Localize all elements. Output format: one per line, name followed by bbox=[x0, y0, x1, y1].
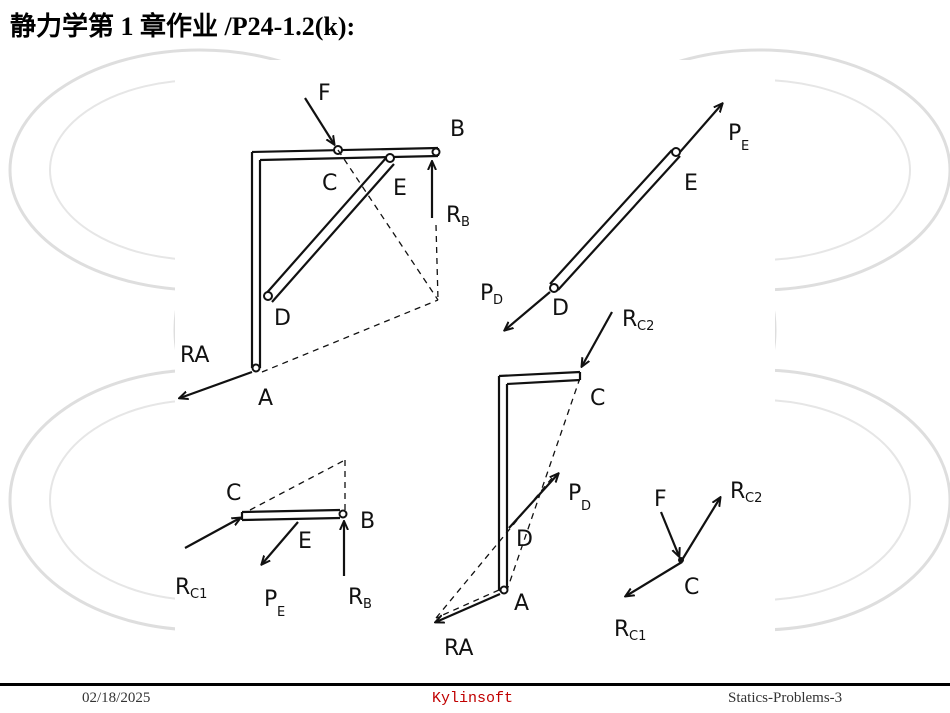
footer-divider bbox=[0, 683, 950, 686]
label-C-beam: C bbox=[226, 481, 241, 506]
label-B-beam: B bbox=[360, 509, 375, 534]
label-E: E bbox=[393, 176, 407, 201]
label-RB: R bbox=[446, 203, 461, 228]
label-E-rod: E bbox=[684, 171, 698, 196]
label-RA-column: RA bbox=[444, 636, 473, 661]
label-RC2-sub: C2 bbox=[637, 319, 654, 334]
label-D-column: D bbox=[516, 527, 533, 552]
beam-cb-diagram: C E B R C1 P E R B bbox=[175, 459, 375, 620]
pin-c-diagram: F R C2 C R C1 bbox=[614, 479, 762, 644]
label-RC2: R bbox=[622, 307, 637, 332]
label-PD-column-sub: D bbox=[581, 499, 591, 514]
label-PE-beam: P bbox=[264, 587, 277, 612]
rod-de-diagram: P E E P D D bbox=[480, 104, 749, 330]
label-RC1-beam: R bbox=[175, 575, 190, 600]
statics-free-body-diagrams: F B C E D A R B RA P E E P D D R C2 C P … bbox=[175, 60, 775, 685]
label-RC2-pin-sub: C2 bbox=[745, 491, 762, 506]
label-E-beam: E bbox=[298, 529, 312, 554]
label-D-rod: D bbox=[552, 296, 569, 321]
label-RB-sub: B bbox=[461, 215, 470, 230]
label-A-column: A bbox=[514, 591, 529, 616]
footer-page-label: Statics-Problems-3 bbox=[728, 690, 843, 706]
footer-brand: Kylinsoft bbox=[432, 690, 514, 707]
label-PD: P bbox=[480, 281, 493, 306]
slide-title: 静力学第 1 章作业 /P24-1.2(k): bbox=[10, 12, 356, 41]
label-D: D bbox=[274, 306, 291, 331]
label-PE: P bbox=[728, 121, 741, 146]
label-PD-sub: D bbox=[493, 293, 503, 308]
label-B: B bbox=[450, 117, 465, 142]
label-PE-sub: E bbox=[741, 139, 749, 154]
label-C: C bbox=[322, 171, 337, 196]
label-C-column: C bbox=[590, 386, 605, 411]
label-RC1-beam-sub: C1 bbox=[190, 587, 207, 602]
footer-date: 02/18/2025 bbox=[82, 690, 151, 706]
column-ac-diagram: R C2 C P D D A RA bbox=[436, 307, 654, 661]
label-A: A bbox=[258, 386, 273, 411]
label-PE-beam-sub: E bbox=[277, 605, 285, 620]
label-F: F bbox=[318, 81, 331, 106]
label-PD-column: P bbox=[568, 481, 581, 506]
label-RC2-pin: R bbox=[730, 479, 745, 504]
label-RB-beam: R bbox=[348, 585, 363, 610]
label-F-pin: F bbox=[654, 487, 667, 512]
label-C-pin: C bbox=[684, 575, 699, 600]
label-RA: RA bbox=[180, 343, 209, 368]
label-RC1-pin-sub: C1 bbox=[629, 629, 646, 644]
label-RC1-pin: R bbox=[614, 617, 629, 642]
label-RB-beam-sub: B bbox=[363, 597, 372, 612]
whole-structure-diagram: F B C E D A R B RA bbox=[180, 81, 470, 411]
